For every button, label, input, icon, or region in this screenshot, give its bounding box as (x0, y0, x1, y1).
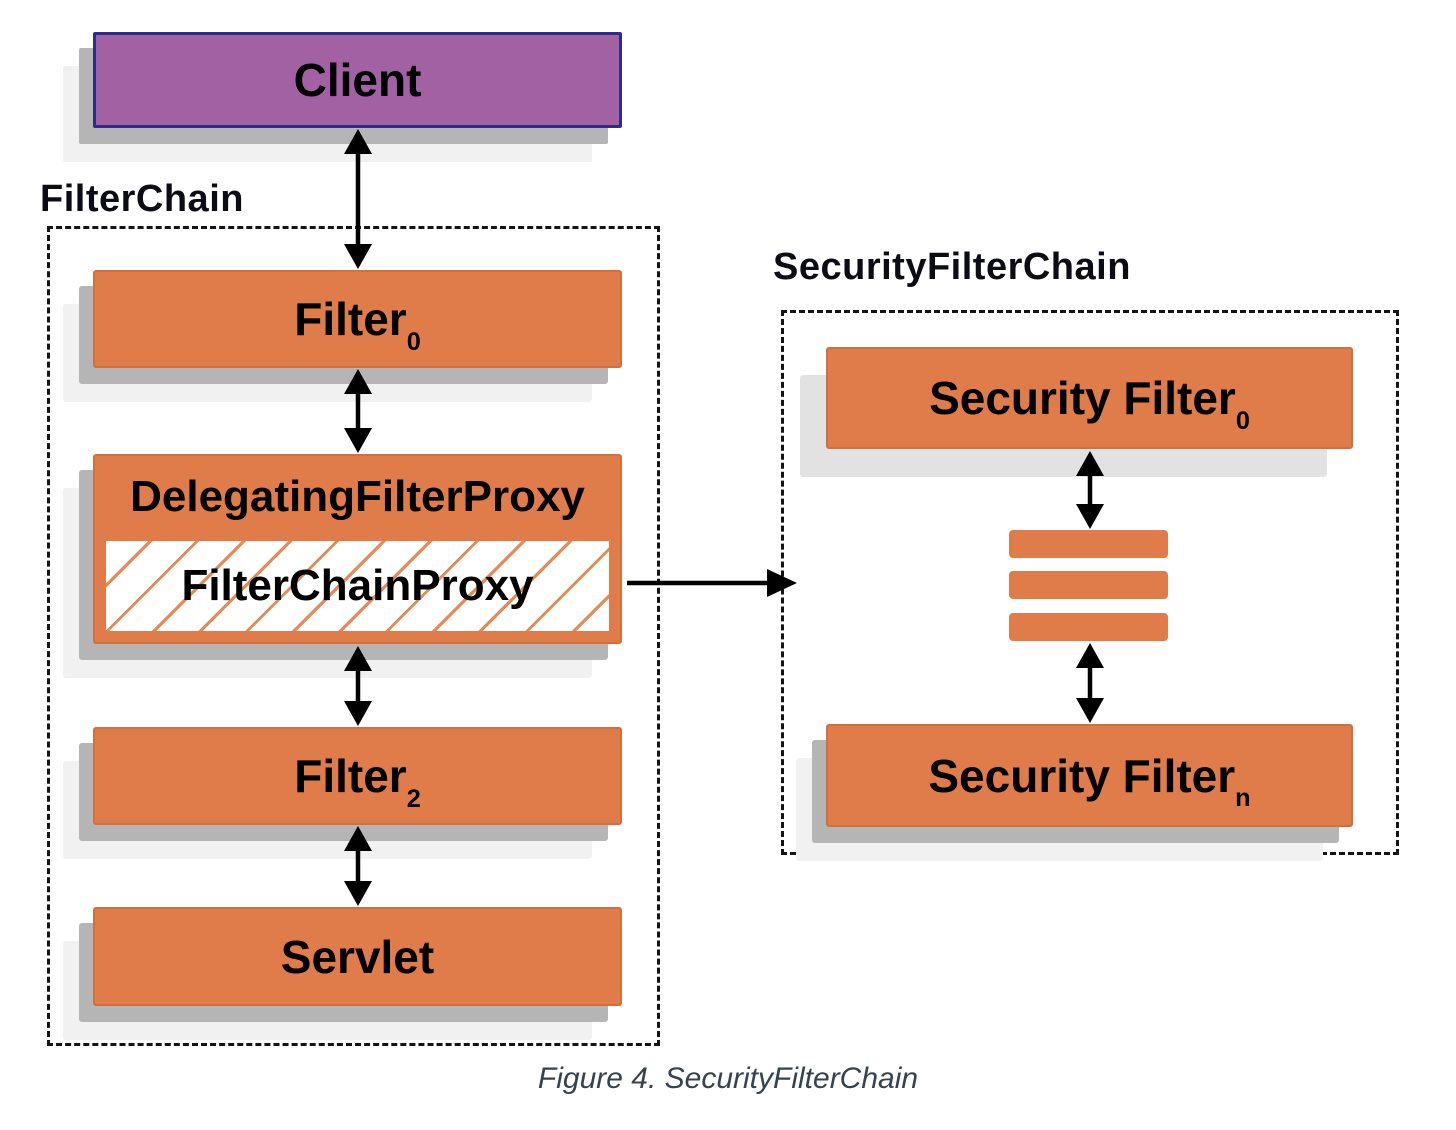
filterchain-label: FilterChain (40, 178, 244, 220)
filter0-box: Filter0 (93, 270, 622, 368)
filter0-label: Filter0 (294, 293, 421, 356)
security-filtern-label: Security Filtern (928, 749, 1251, 813)
delegating-filter-proxy-label: DelegatingFilterProxy (130, 472, 585, 521)
securityfilterchain-label: SecurityFilterChain (773, 246, 1131, 288)
filterchain-dashed-container (47, 226, 660, 1046)
delegating-filter-proxy-box: DelegatingFilterProxy FilterChainProxy (93, 454, 622, 644)
figure-caption: Figure 4. SecurityFilterChain (537, 1062, 919, 1095)
filter2-label: Filter2 (294, 750, 421, 813)
arrow-client-filter0 (344, 129, 372, 269)
client-label: Client (293, 54, 422, 106)
filter2-box: Filter2 (93, 727, 622, 825)
security-filter0-label: Security Filter0 (929, 372, 1250, 435)
servlet-box: Servlet (93, 907, 622, 1006)
security-filters-ellipsis-bar (1009, 571, 1168, 599)
security-filter0-box: Security Filter0 (826, 347, 1353, 449)
servlet-label: Servlet (280, 930, 435, 983)
filter-chain-proxy-label: FilterChainProxy (181, 561, 534, 610)
arrow-delegatingfilterproxy-filter2 (344, 646, 372, 726)
filter-chain-proxy-box: FilterChainProxy (103, 538, 612, 634)
security-filtern-box: Security Filtern (826, 724, 1353, 827)
arrow-filter2-servlet (344, 826, 372, 906)
security-filters-ellipsis-bar (1009, 530, 1168, 558)
arrow-filter0-delegatingfilterproxy (344, 369, 372, 453)
arrow-securityfilter0-ellipsis (1076, 451, 1104, 529)
arrow-ellipsis-securityfiltern (1076, 643, 1104, 723)
client-box: Client (93, 32, 622, 128)
security-filters-ellipsis-bar (1009, 613, 1168, 641)
arrow-filterchainproxy-securityfilterchain (627, 569, 797, 597)
